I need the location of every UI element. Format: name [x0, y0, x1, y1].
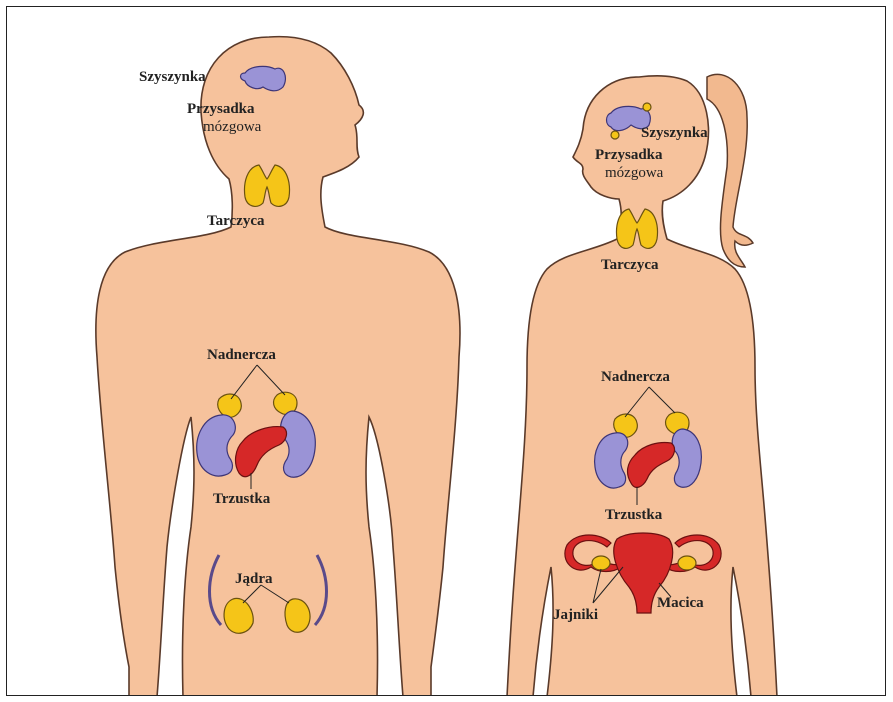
female-label-ovaries: Jajniki	[553, 607, 598, 623]
female-label-adrenals: Nadnercza	[601, 369, 670, 385]
endocrine-diagram: Szyszynka Przysadka mózgowa Tarczyca Nad…	[7, 7, 886, 696]
male-figure	[96, 37, 460, 696]
male-label-thyroid: Tarczyca	[207, 213, 265, 229]
female-ponytail	[707, 74, 753, 267]
male-label-pancreas: Trzustka	[213, 491, 271, 507]
female-label-pancreas: Trzustka	[605, 507, 663, 523]
female-pineal-dot	[643, 103, 651, 111]
male-adrenal-left	[218, 394, 242, 417]
male-label-adrenals: Nadnercza	[207, 347, 276, 363]
female-label-thyroid: Tarczyca	[601, 257, 659, 273]
female-pituitary-gland	[611, 131, 619, 139]
diagram-frame: Szyszynka Przysadka mózgowa Tarczyca Nad…	[6, 6, 886, 696]
male-label-pineal: Szyszynka	[139, 69, 206, 85]
male-testis-right	[285, 599, 310, 632]
male-label-testes: Jądra	[235, 571, 273, 587]
female-ovary-left	[592, 556, 610, 570]
male-body	[96, 37, 460, 696]
female-label-pineal: Szyszynka	[641, 125, 708, 141]
female-label-pituitary-2: mózgowa	[605, 165, 664, 181]
male-label-pituitary-2: mózgowa	[203, 119, 262, 135]
female-label-pituitary-1: Przysadka	[595, 147, 663, 163]
female-label-uterus: Macica	[657, 595, 704, 611]
female-ovary-right	[678, 556, 696, 570]
male-label-pituitary-1: Przysadka	[187, 101, 255, 117]
